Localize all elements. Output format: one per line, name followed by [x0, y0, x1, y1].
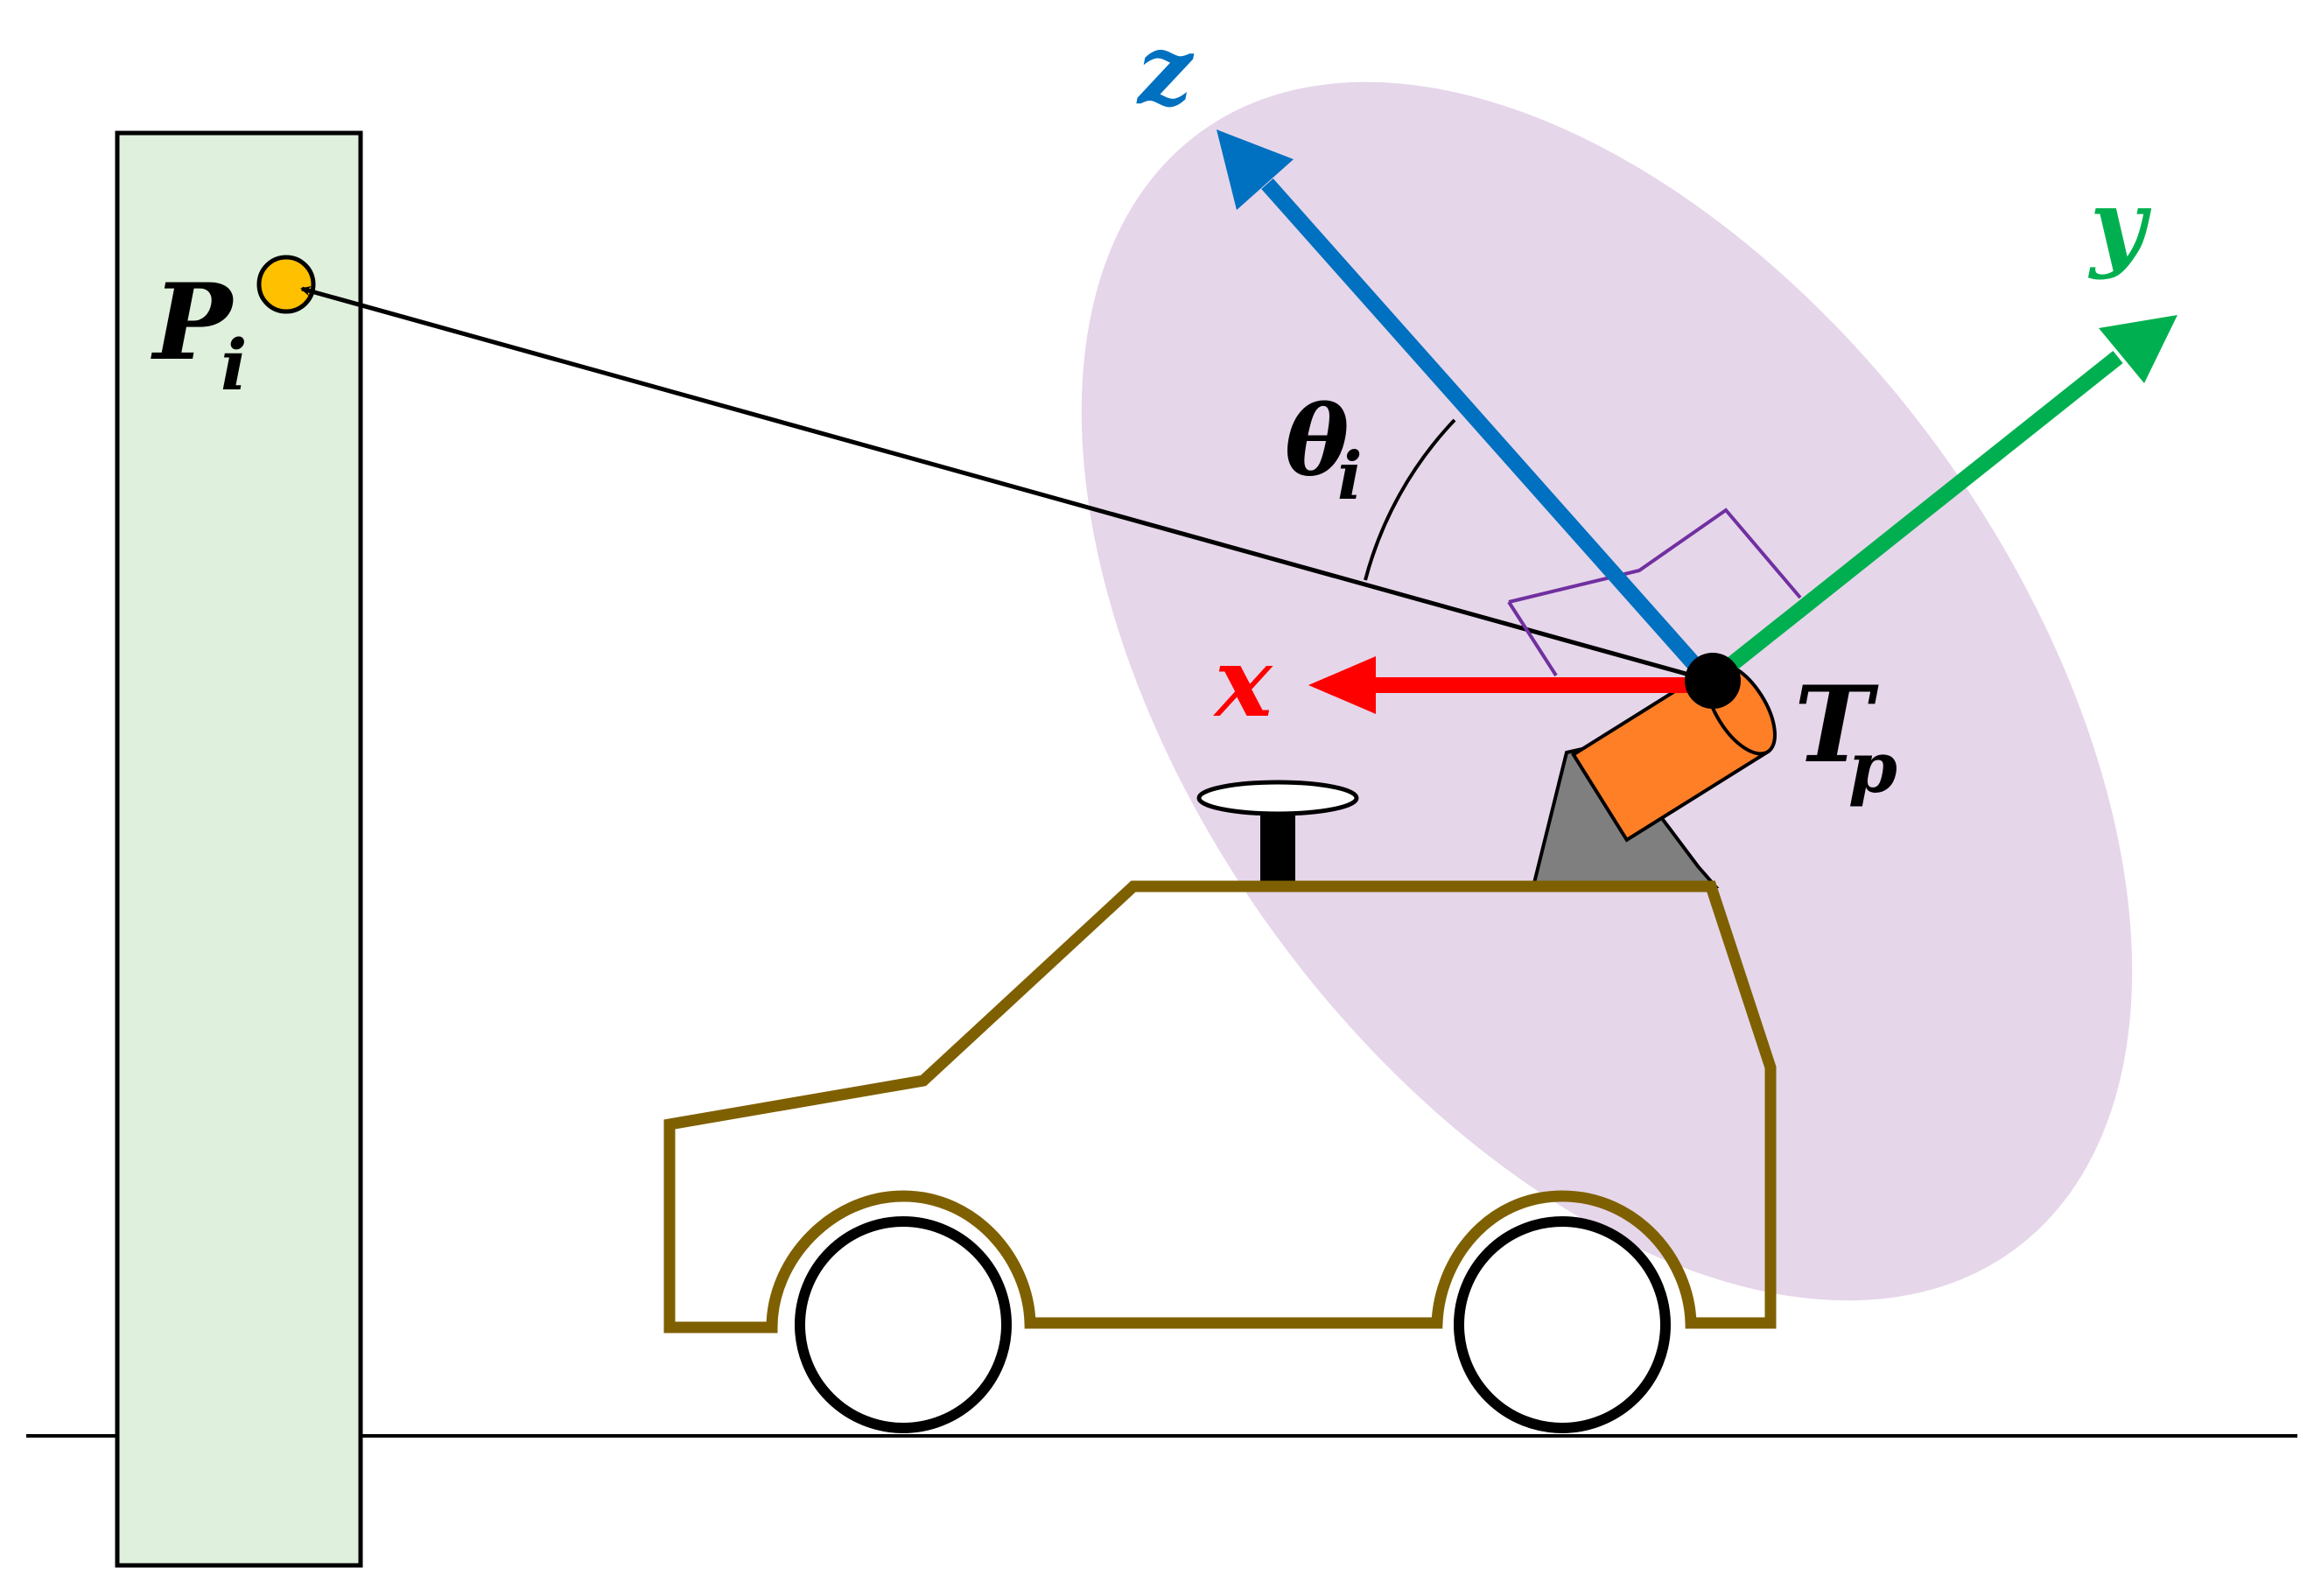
label-y: y: [2087, 168, 2152, 281]
z-axis: [1261, 178, 1713, 683]
sensor-origin: [1685, 653, 1741, 709]
y-axis-arrowhead: [2099, 315, 2177, 383]
label-p-subscript: i: [221, 324, 247, 406]
front-wheel: [795, 1216, 1012, 1433]
label-t: T: [1794, 663, 1879, 787]
right-angle-mark-tick: [1507, 600, 1558, 677]
label-t-subscript: p: [1848, 726, 1897, 808]
scanner-icon: [1571, 662, 1777, 843]
wall: [115, 130, 363, 1568]
rear-wheel: [1454, 1216, 1671, 1433]
antenna-icon: [1196, 780, 1359, 884]
car-body: [663, 880, 1777, 1334]
right-angle-mark: [1508, 508, 1802, 604]
label-theta: θ: [1285, 384, 1349, 497]
z-axis-arrowhead: [1217, 130, 1294, 210]
ray-line: [300, 285, 1712, 683]
y-axis: [1706, 350, 2123, 688]
x-axis-arrowhead: [1308, 656, 1376, 714]
label-p: P: [151, 261, 235, 384]
label-theta-subscript: i: [1337, 438, 1363, 514]
angle-arc: [1364, 418, 1456, 581]
label-x: x: [1213, 626, 1273, 738]
point-pi: [256, 255, 316, 314]
label-z: z: [1136, 13, 1195, 126]
